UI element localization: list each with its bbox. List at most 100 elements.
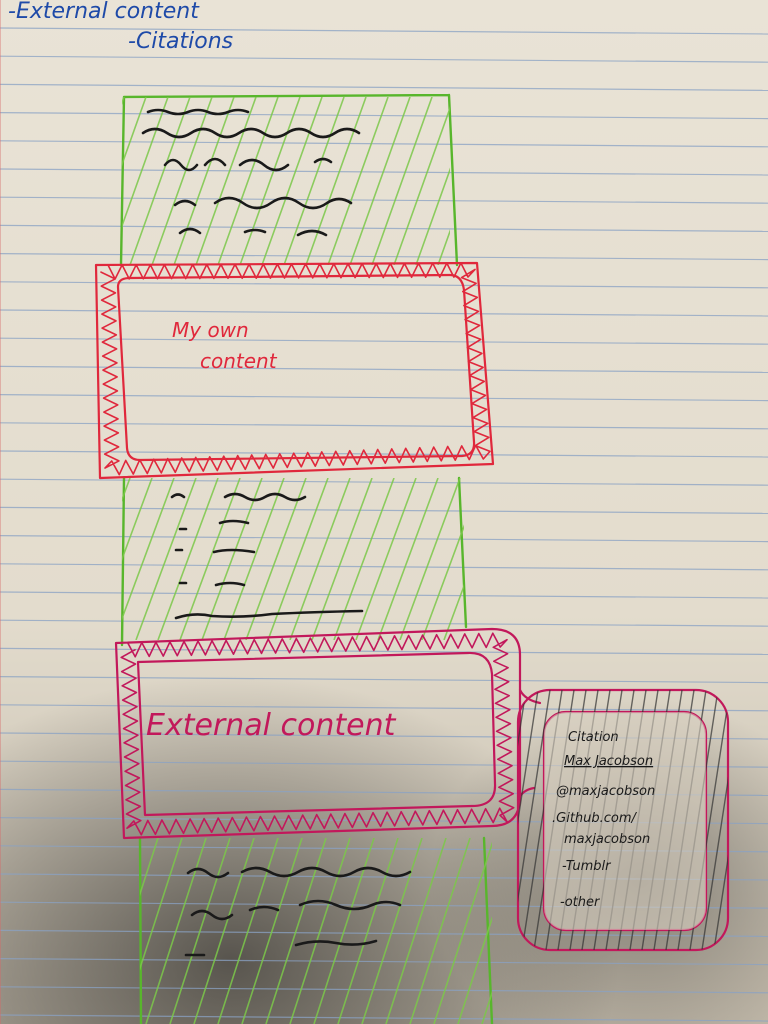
hatch-middle: [0, 478, 526, 640]
sketch-stroke: [725, 690, 728, 950]
sketch-stroke: [313, 838, 375, 1024]
sketch-stroke: [0, 957, 768, 966]
sketch-stroke: [0, 281, 768, 289]
sketch-stroke: [0, 365, 768, 373]
citation-tumblr: -Tumblr: [562, 859, 612, 874]
sketch-stroke: [0, 563, 768, 571]
sketch-stroke: [289, 838, 351, 1024]
sketch-stroke: [399, 478, 461, 640]
sketch-stroke: [311, 478, 373, 640]
hatch-top: [0, 97, 450, 265]
sketch-stroke: [289, 478, 351, 640]
citation-author: Max Jacobson: [564, 754, 653, 769]
sketch-stroke: [283, 97, 345, 265]
sketch-stroke: [217, 838, 279, 1024]
sketch-stroke: [179, 478, 241, 640]
sketch-stroke: [438, 690, 478, 950]
sketch-stroke: [371, 97, 433, 265]
sketch-stroke: [0, 478, 42, 640]
sketch-stroke: [145, 838, 207, 1024]
sketch-stroke: [0, 422, 768, 430]
sketch-stroke: [122, 97, 125, 105]
sketch-stroke: [122, 478, 175, 621]
sketch-stroke: [437, 229, 450, 265]
sketch-stroke: [433, 841, 492, 1024]
sketch-stroke: [0, 196, 768, 204]
sketch-stroke: [443, 583, 464, 640]
sketch-stroke: [0, 478, 768, 486]
sketch-stroke: [0, 112, 768, 120]
sketch-stroke: [0, 55, 768, 63]
sketch-stroke: [42, 97, 102, 265]
sketch-stroke: [0, 591, 768, 599]
sketch-stroke: [713, 690, 728, 950]
sketch-stroke: [701, 690, 728, 950]
sketch-stroke: [0, 83, 768, 91]
sketch-stroke: [518, 690, 551, 950]
sketch-stroke: [421, 524, 464, 640]
sketch-stroke: [393, 105, 450, 265]
citation-github-user: maxjacobson: [564, 832, 650, 847]
sketch-stroke: [122, 478, 153, 562]
sketch-stroke: [4, 478, 64, 640]
sketch-stroke: [355, 478, 417, 640]
own-content-label-line1: My own: [172, 318, 249, 342]
sketch-stroke: [0, 224, 768, 232]
sketch-stroke: [0, 97, 58, 265]
sketch-stroke: [48, 478, 108, 640]
sketch-stroke: [327, 97, 389, 265]
sketch-stroke: [518, 690, 527, 950]
sketch-stroke: [415, 167, 450, 265]
sketch-stroke: [409, 838, 471, 1024]
citation-github: .Github.com/: [552, 811, 638, 826]
sketch-stroke: [466, 478, 526, 640]
sketch-stroke: [140, 838, 183, 971]
sketch-stroke: [0, 253, 768, 261]
sketch-stroke: [239, 97, 301, 265]
external-content-label: External content: [146, 708, 397, 743]
sketch-stroke: [173, 97, 235, 265]
sketch-stroke: [377, 478, 439, 640]
sketch-stroke: [122, 478, 131, 502]
sketch-stroke: [223, 478, 285, 640]
sketch-stroke: [129, 97, 191, 265]
sketch-stroke: [0, 97, 14, 265]
sketch-stroke: [122, 97, 147, 167]
sketch-stroke: [361, 838, 423, 1024]
sketch-stroke: [261, 97, 323, 265]
citation-handle: @maxjacobson: [556, 784, 655, 799]
sketch-stroke: [333, 478, 395, 640]
page-column: [119, 93, 494, 1024]
external-content-box: [114, 627, 542, 840]
sketch-stroke: [0, 986, 768, 994]
sketch-stroke: [0, 97, 36, 265]
sketch-stroke: [195, 97, 257, 265]
sketch-stroke: [385, 838, 447, 1024]
citation-other: -other: [560, 895, 601, 910]
header-note-citations: -Citations: [128, 29, 233, 54]
own-content-box: [94, 261, 495, 480]
placeholder-text-middle: [170, 492, 364, 620]
sketch-stroke: [0, 1014, 768, 1022]
sketch-stroke: [481, 990, 492, 1024]
sketch-stroke: [267, 478, 329, 640]
sketch-stroke: [390, 690, 430, 950]
sketch-stroke: [0, 337, 768, 345]
sketch-stroke: [169, 838, 231, 1024]
sketch-stroke: [457, 915, 492, 1024]
sketch-stroke: [193, 838, 255, 1024]
sketch-stroke: [518, 690, 539, 950]
sketch-stroke: [0, 534, 768, 543]
sketch-stroke: [0, 394, 768, 402]
sketch-stroke: [151, 97, 213, 265]
citation-title: Citation: [568, 730, 619, 745]
citation-list: Citation Max Jacobson @maxjacobson .Gith…: [552, 730, 655, 910]
sketch-stroke: [201, 478, 263, 640]
sketch-stroke: [140, 838, 159, 897]
sketch-stroke: [0, 704, 768, 712]
sketch-stroke: [26, 478, 86, 640]
sketch-stroke: [0, 929, 768, 938]
sketch-stroke: [265, 838, 327, 1024]
